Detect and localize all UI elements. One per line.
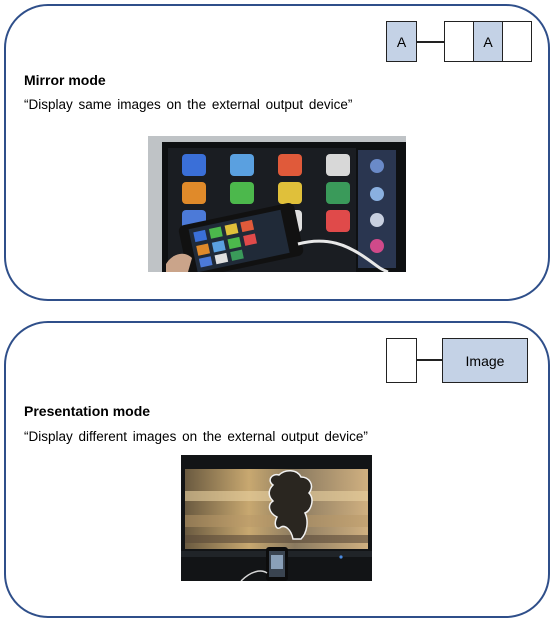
mirror-mode-title: Mirror mode [24, 72, 106, 88]
mirror-mode-description: “Display same images on the external out… [24, 97, 353, 112]
mirror-output-label: A [483, 33, 493, 50]
mirror-output-screen: A [473, 21, 503, 62]
mirror-connector-line [417, 41, 444, 43]
presentation-connector-line [417, 359, 442, 361]
presentation-output-label: Image [465, 352, 505, 369]
mirror-source-box: A [386, 21, 417, 62]
tv-app-icons [182, 154, 384, 253]
smartphone [266, 547, 288, 581]
mirror-source-label: A [396, 33, 407, 50]
presentation-source-box [386, 338, 417, 383]
presentation-mode-description: “Display different images on the externa… [24, 429, 368, 444]
smartphone [178, 203, 304, 272]
presentation-mode-photo [181, 455, 372, 581]
dancer-silhouette [268, 470, 313, 540]
mirror-mode-photo [148, 136, 406, 272]
presentation-output-box: Image [442, 338, 528, 383]
presentation-mode-title: Presentation mode [24, 403, 151, 419]
